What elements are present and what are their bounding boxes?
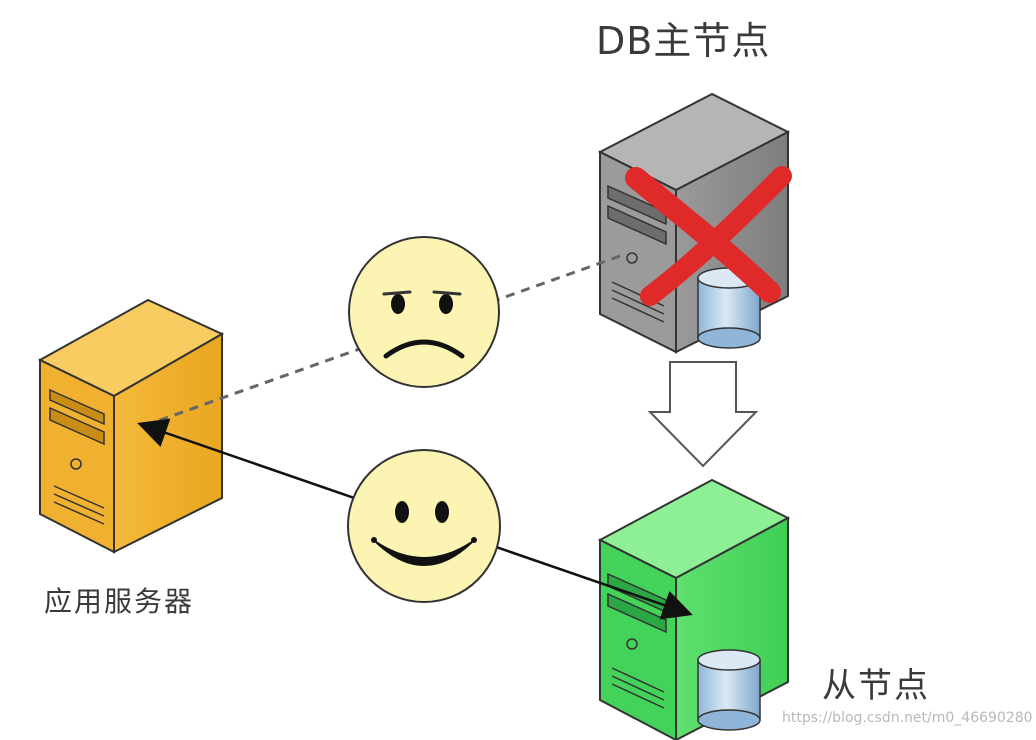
footer-url: https://blog.csdn.net/m0_46690280: [782, 710, 1033, 726]
slave-database-icon: [697, 649, 761, 731]
dashed-connection-master-to-app: [137, 254, 621, 430]
cross-icon: [625, 166, 792, 306]
down-arrow-icon: [647, 361, 759, 468]
app-server-label: 应用服务器: [44, 585, 195, 618]
slave-node-label: 从节点: [822, 666, 930, 706]
sad-face-icon: [348, 236, 500, 388]
app-server-icon: [37, 298, 225, 554]
happy-face-icon: [347, 449, 501, 603]
master-node-title: DB主节点: [596, 19, 771, 63]
